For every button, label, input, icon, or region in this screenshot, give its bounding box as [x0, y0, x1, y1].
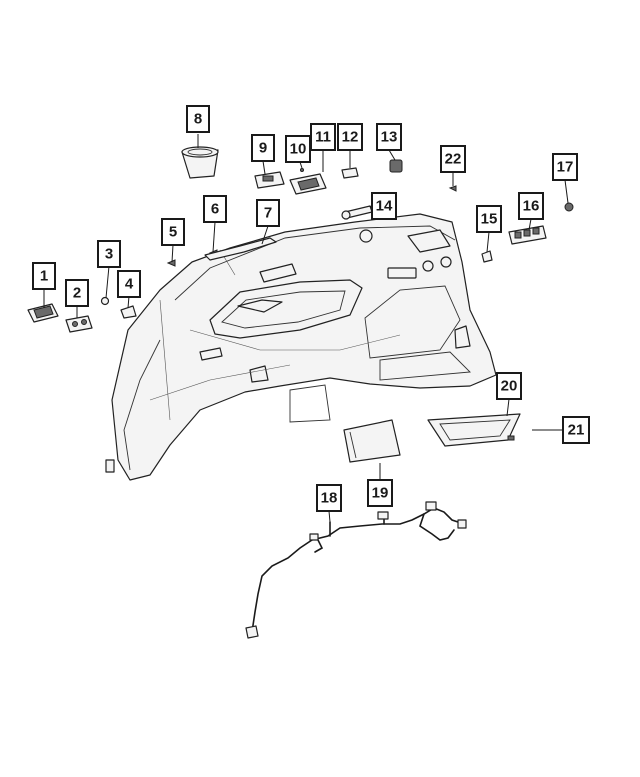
part-17-grommet — [564, 202, 574, 212]
callout-14: 14 — [371, 192, 397, 220]
callout-label: 13 — [381, 129, 398, 146]
callout-label: 1 — [40, 268, 48, 285]
part-7-weatherstrip — [204, 237, 277, 261]
part-2-outlet — [65, 315, 93, 333]
part-21-clip — [507, 435, 515, 441]
callout-6: 6 — [203, 195, 227, 223]
callout-label: 15 — [481, 211, 498, 228]
callout-22: 22 — [440, 145, 466, 173]
callout-2: 2 — [65, 279, 89, 307]
part-3-clip — [100, 296, 110, 306]
part-10-bezel — [289, 173, 327, 195]
callout-label: 7 — [264, 205, 272, 222]
callout-8: 8 — [186, 105, 210, 133]
part-19-cover — [343, 419, 401, 463]
quarter-trim-panel — [105, 213, 497, 481]
callout-label: 5 — [169, 224, 177, 241]
part-16-switch-bank — [508, 225, 547, 245]
callout-11: 11 — [310, 123, 336, 151]
part-20-tray — [427, 413, 521, 447]
part-22-clip — [448, 185, 457, 192]
callout-7: 7 — [256, 199, 280, 227]
callout-17: 17 — [552, 153, 578, 181]
callout-9: 9 — [251, 134, 275, 162]
callout-12: 12 — [337, 123, 363, 151]
part-8-cupholder — [181, 146, 219, 179]
callout-3: 3 — [97, 240, 121, 268]
part-14-bolt — [341, 205, 373, 220]
callout-13: 13 — [376, 123, 402, 151]
callout-label: 19 — [372, 485, 389, 502]
callout-label: 18 — [321, 490, 338, 507]
part-9-switch — [254, 171, 285, 189]
callout-10: 10 — [285, 135, 311, 163]
callout-label: 22 — [445, 151, 462, 168]
callout-19: 19 — [367, 479, 393, 507]
part-15-clip — [481, 250, 493, 263]
callout-16: 16 — [518, 192, 544, 220]
part-4-cap — [120, 305, 137, 319]
callout-label: 20 — [501, 378, 518, 395]
callout-label: 10 — [290, 141, 307, 158]
callout-label: 4 — [125, 276, 134, 293]
part-12-bulb — [341, 167, 359, 179]
callout-5: 5 — [161, 218, 185, 246]
callout-label: 6 — [211, 201, 219, 218]
callout-label: 3 — [105, 246, 113, 263]
callout-18: 18 — [316, 484, 342, 512]
callout-label: 16 — [523, 198, 540, 215]
callout-label: 2 — [73, 285, 81, 302]
callout-21: 21 — [562, 416, 590, 444]
part-11-screw — [300, 168, 304, 172]
callout-label: 12 — [342, 129, 359, 146]
callout-label: 14 — [376, 198, 393, 215]
callout-1: 1 — [32, 262, 56, 290]
part-5-clip — [166, 259, 176, 267]
callout-label: 21 — [568, 422, 585, 439]
callout-15: 15 — [476, 205, 502, 233]
callout-20: 20 — [496, 372, 522, 400]
part-13-plug — [389, 159, 403, 173]
callout-label: 9 — [259, 140, 267, 157]
part-18-wiring-harness — [245, 501, 467, 639]
callout-label: 11 — [315, 129, 331, 146]
callout-label: 17 — [557, 159, 574, 176]
part-1-lamp — [27, 303, 59, 323]
callout-4: 4 — [117, 270, 141, 298]
callout-label: 8 — [194, 111, 202, 128]
